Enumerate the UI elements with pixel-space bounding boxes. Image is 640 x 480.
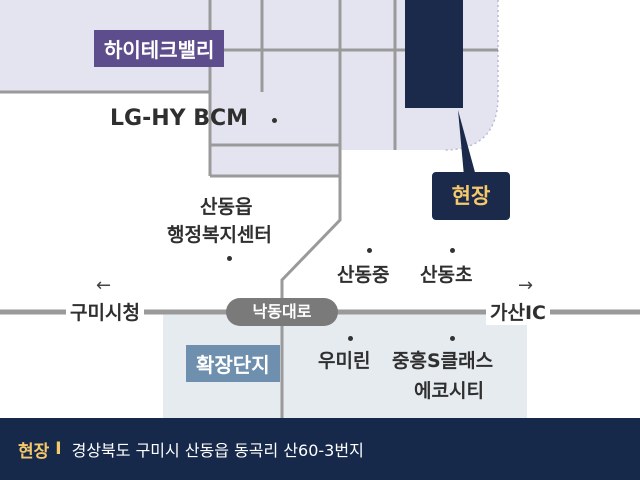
site-block [405, 0, 463, 108]
sandong-office-label-line2: 행정복지센터 [167, 224, 272, 246]
zone-dotted-edge [443, 0, 499, 151]
sandong-elem-label: 산동초 [420, 264, 473, 286]
sandong-middle-dot [367, 248, 372, 253]
umirin-label: 우미린 [318, 350, 371, 372]
jungheung-dot [450, 336, 455, 341]
gasan-ic-label: 가산IC [486, 298, 550, 325]
jungheung-label-line2: 에코시티 [414, 380, 484, 402]
sandong-office-label-line1: 산동읍 [200, 196, 253, 218]
sandong-middle-label: 산동중 [337, 264, 390, 286]
right-arrow-icon: → [518, 275, 534, 296]
location-map: 하이테크밸리 LG-HY BCM 산동읍 행정복지센터 산동중 산동초 현장 ←… [0, 0, 640, 418]
address-footer: 현장 I 경상북도 구미시 산동읍 동곡리 산60-3번지 [0, 418, 640, 480]
site-marker: 현장 [432, 172, 510, 220]
connector-road [280, 176, 342, 418]
footer-separator: I [55, 439, 62, 459]
left-arrow-icon: ← [96, 275, 112, 296]
jungheung-label-line1: 중흥S클래스 [392, 350, 494, 372]
nakdong-road-label: 낙동대로 [226, 298, 338, 326]
sandong-elem-dot [450, 248, 455, 253]
lg-hybcm-dot [272, 118, 277, 123]
umirin-dot [348, 336, 353, 341]
footer-address: 경상북도 구미시 산동읍 동곡리 산60-3번지 [71, 441, 364, 460]
expansion-title: 확장단지 [186, 345, 280, 382]
gumi-city-hall-label: 구미시청 [66, 298, 144, 325]
sandong-office-dot [227, 256, 232, 261]
site-callout-pointer [458, 110, 476, 176]
hitech-valley-title: 하이테크밸리 [94, 30, 225, 67]
lg-hybcm-label: LG-HY BCM [110, 106, 249, 131]
hitech-grid-roads [0, 0, 498, 178]
footer-tag: 현장 [18, 441, 50, 462]
